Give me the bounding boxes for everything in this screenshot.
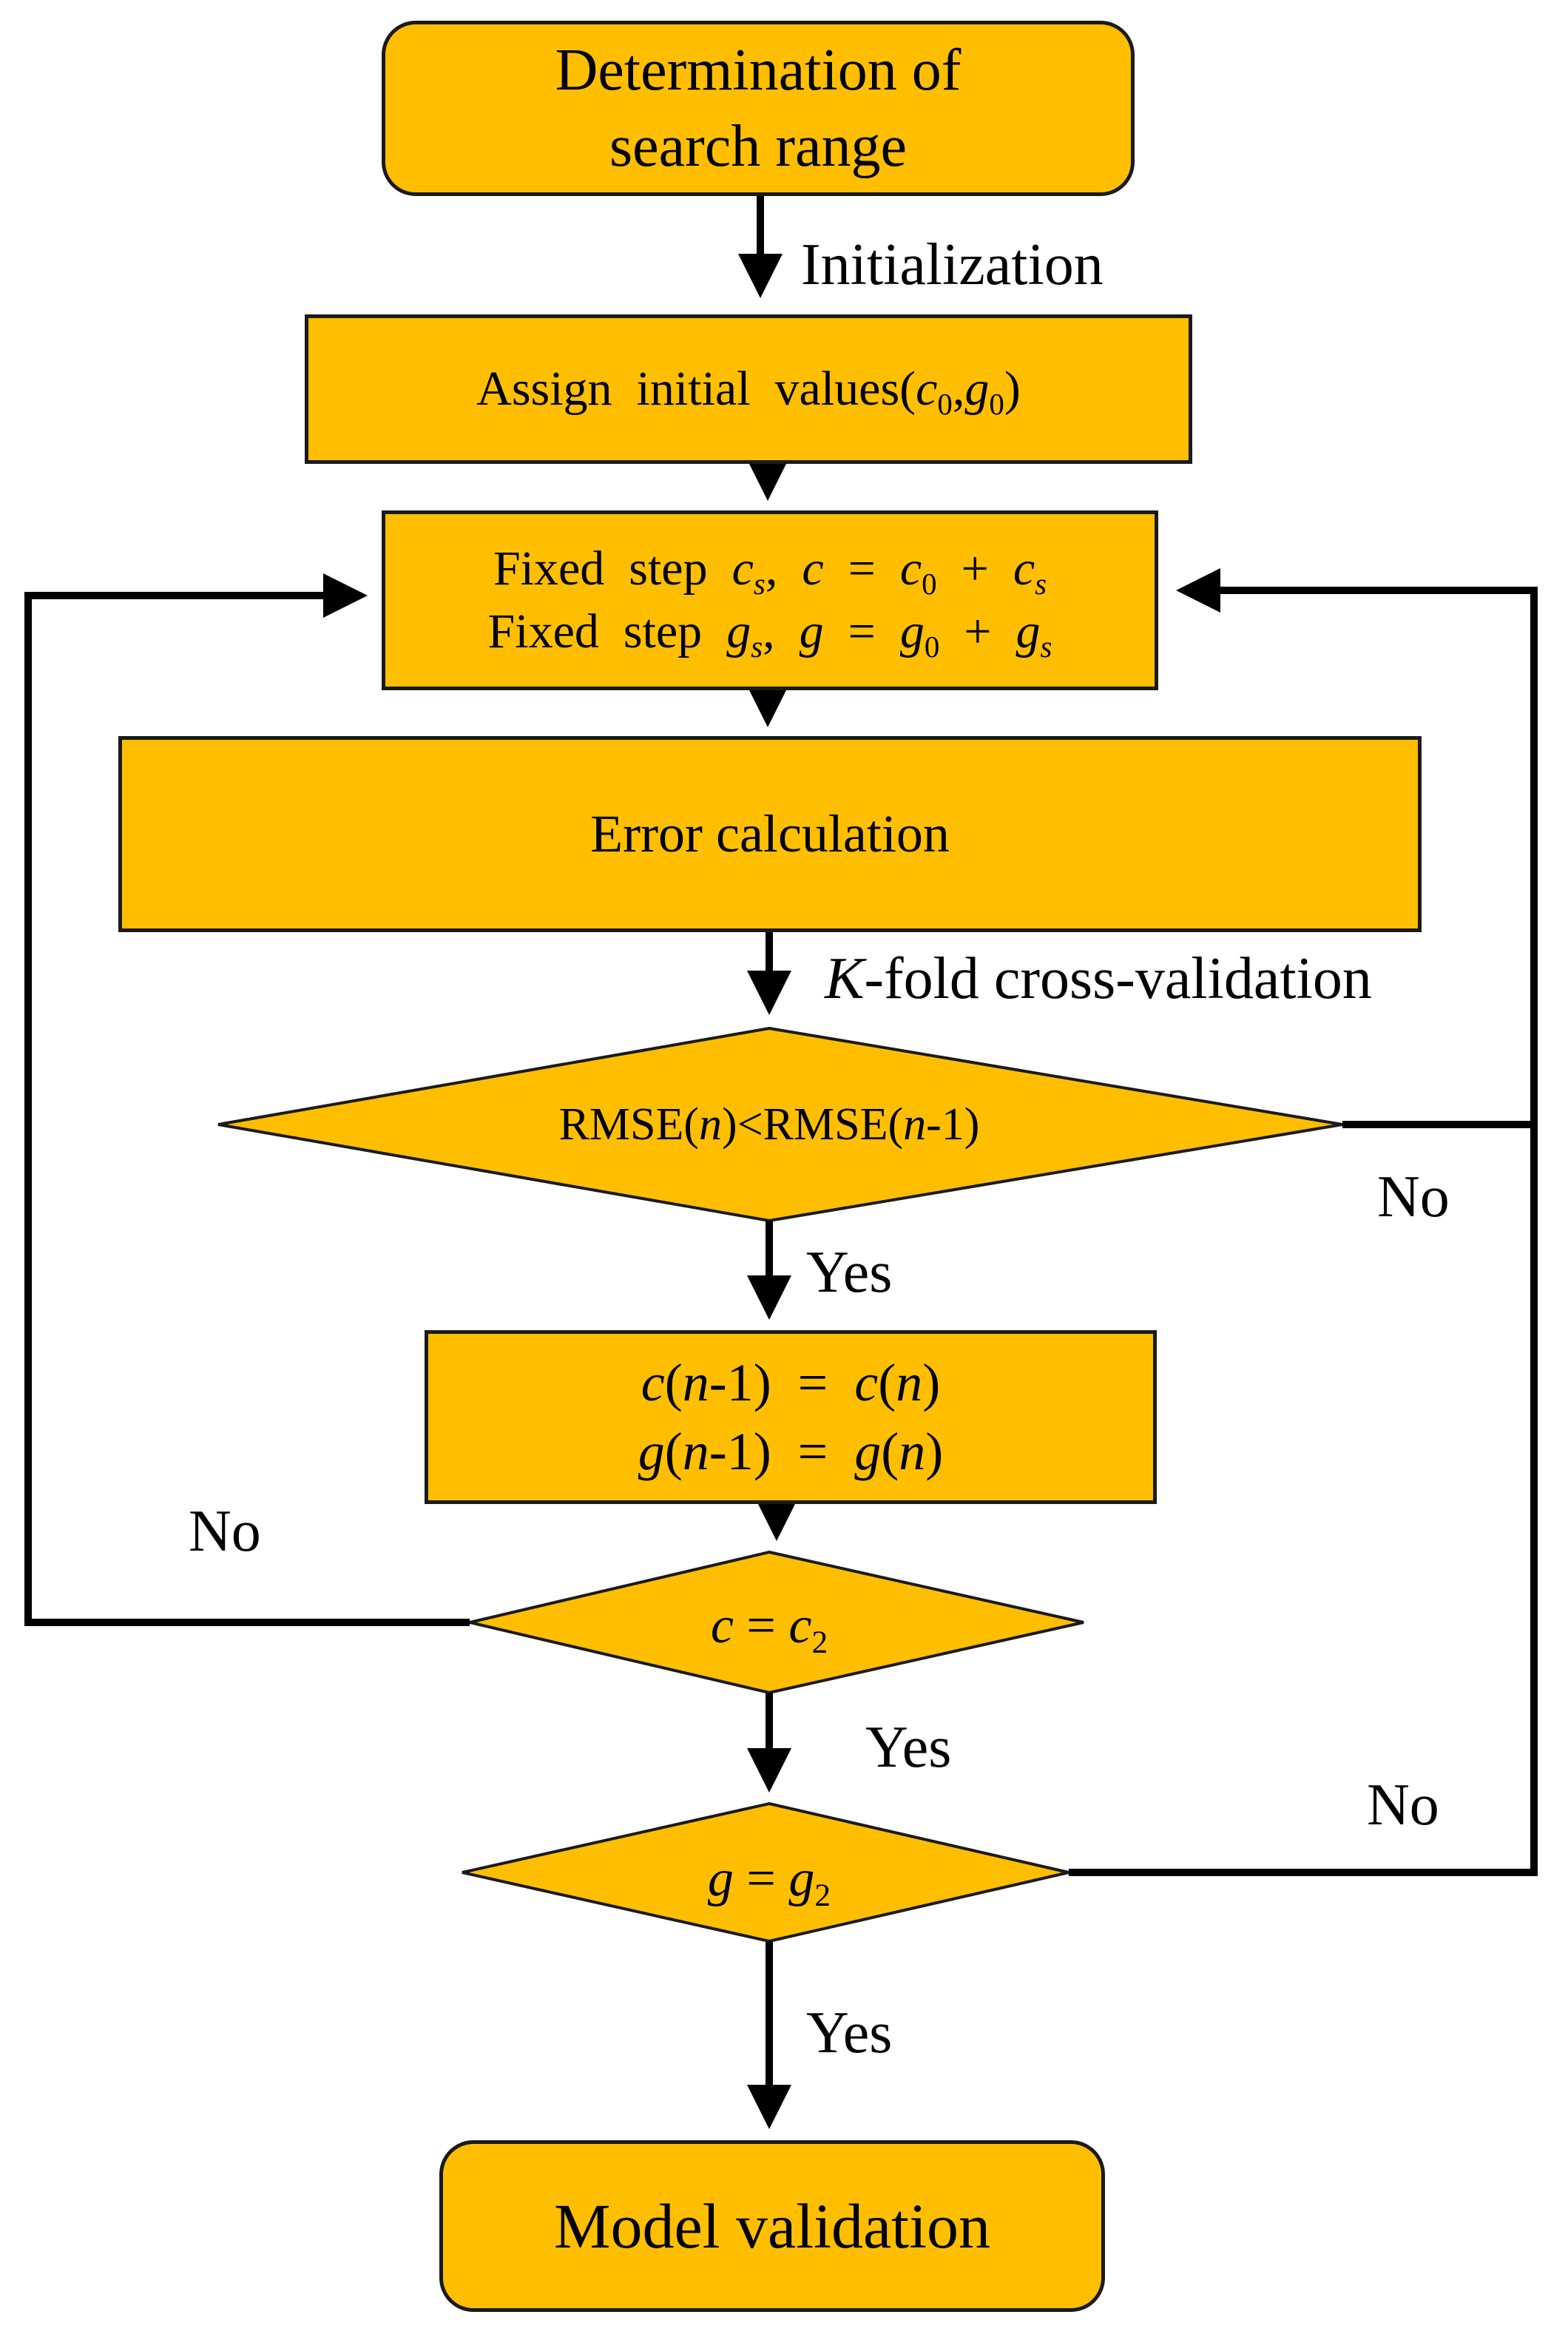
kfold-label: K-fold cross-validation (825, 946, 1372, 1011)
initialization-label: Initialization (801, 232, 1104, 297)
no-label-c: No (189, 1499, 261, 1564)
fixed-step-node: Fixed step cs, c = c0 + cs Fixed step gs… (382, 510, 1158, 690)
start-line-2: search range (609, 113, 907, 179)
no-label-g: No (1367, 1773, 1439, 1838)
g-decision-label: g = g2 (707, 1850, 831, 1913)
assign-label: Assign initial values(c0,g0) (476, 361, 1021, 421)
rmse-decision-label: RMSE(n)<RMSE(n-1) (558, 1099, 980, 1150)
loop-c-no (24, 573, 470, 1626)
update-parameters-node: c(n-1) = c(n) g(n-1) = g(n) (425, 1330, 1157, 1504)
fixed-step-line-1: Fixed step cs, c = c0 + cs (493, 542, 1047, 601)
error-calculation-label: Error calculation (590, 804, 950, 864)
loop-g-no (1069, 568, 1538, 1876)
model-validation-label: Model validation (554, 2190, 990, 2262)
error-calculation-node: Error calculation (118, 736, 1422, 932)
yes-label-rmse: Yes (806, 1240, 893, 1305)
fixed-step-line-2: Fixed step gs, g = g0 + gs (487, 604, 1052, 664)
no-label-rmse: No (1377, 1164, 1450, 1230)
c-decision-label: c = c2 (710, 1597, 828, 1660)
model-validation-node: Model validation (439, 2140, 1105, 2312)
start-node: Determination of search range (382, 21, 1135, 196)
yes-label-g: Yes (806, 2000, 893, 2066)
assign-initial-values-node: Assign initial values(c0,g0) (305, 314, 1192, 464)
update-line-2: g(n-1) = g(n) (638, 1421, 944, 1481)
start-line-1: Determination of (555, 38, 962, 104)
yes-label-c: Yes (865, 1715, 952, 1780)
update-line-1: c(n-1) = c(n) (641, 1353, 941, 1413)
